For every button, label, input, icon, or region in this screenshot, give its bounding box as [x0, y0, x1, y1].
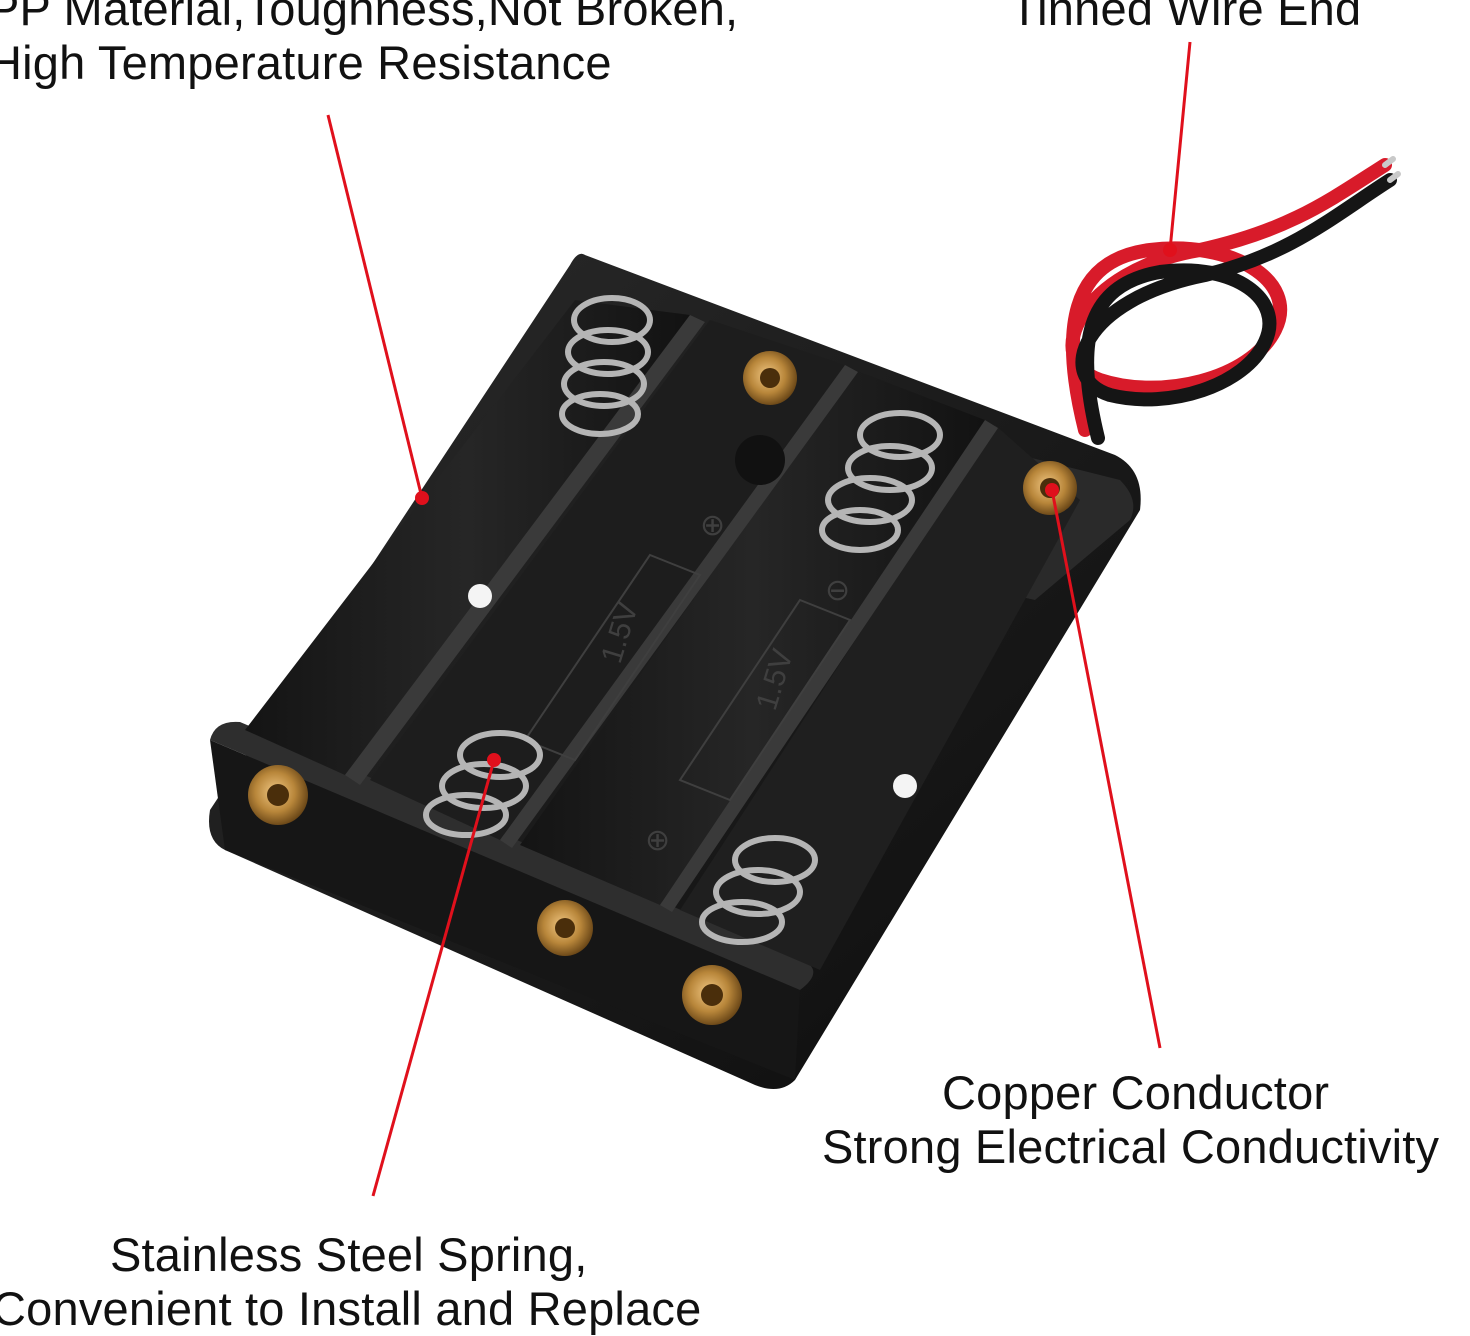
callout-material-line1: PP Material,Toughness,Not Broken, [0, 0, 739, 35]
callout-material-line2: High Temperature Resistance [0, 36, 612, 89]
callout-line-material [326, 114, 424, 499]
plus-marking-bottom: ⊕ [645, 823, 670, 858]
mounting-hole [468, 584, 492, 608]
minus-marking: ⊖ [825, 573, 850, 608]
callout-spring: Stainless Steel Spring, Convenient to In… [0, 1228, 701, 1336]
callout-copper-line1: Copper Conductor [942, 1066, 1330, 1119]
callout-copper: Copper Conductor Strong Electrical Condu… [822, 1066, 1439, 1174]
stainless-steel-spring [423, 295, 943, 945]
callout-spring-line2: Convenient to Install and Replace [0, 1282, 702, 1335]
callout-wire-line1: Tinned Wire End [1010, 0, 1362, 35]
callout-line-wire [1168, 41, 1192, 251]
callout-line-copper [1050, 489, 1162, 1049]
callout-lines [326, 41, 1192, 1197]
callout-wire: Tinned Wire End [1010, 0, 1361, 36]
plus-marking: ⊕ [700, 508, 725, 543]
battery-holder: 1.5V 1.5V ⊕ ⊖ ⊕ [209, 253, 1141, 1089]
mounting-hole [893, 774, 917, 798]
callout-line-spring [371, 759, 496, 1197]
callout-copper-line2: Strong Electrical Conductivity [822, 1120, 1440, 1173]
callout-spring-line1: Stainless Steel Spring, [110, 1228, 588, 1281]
tinned-wire [1065, 156, 1401, 445]
callout-material: PP Material,Toughness,Not Broken, High T… [0, 0, 738, 90]
